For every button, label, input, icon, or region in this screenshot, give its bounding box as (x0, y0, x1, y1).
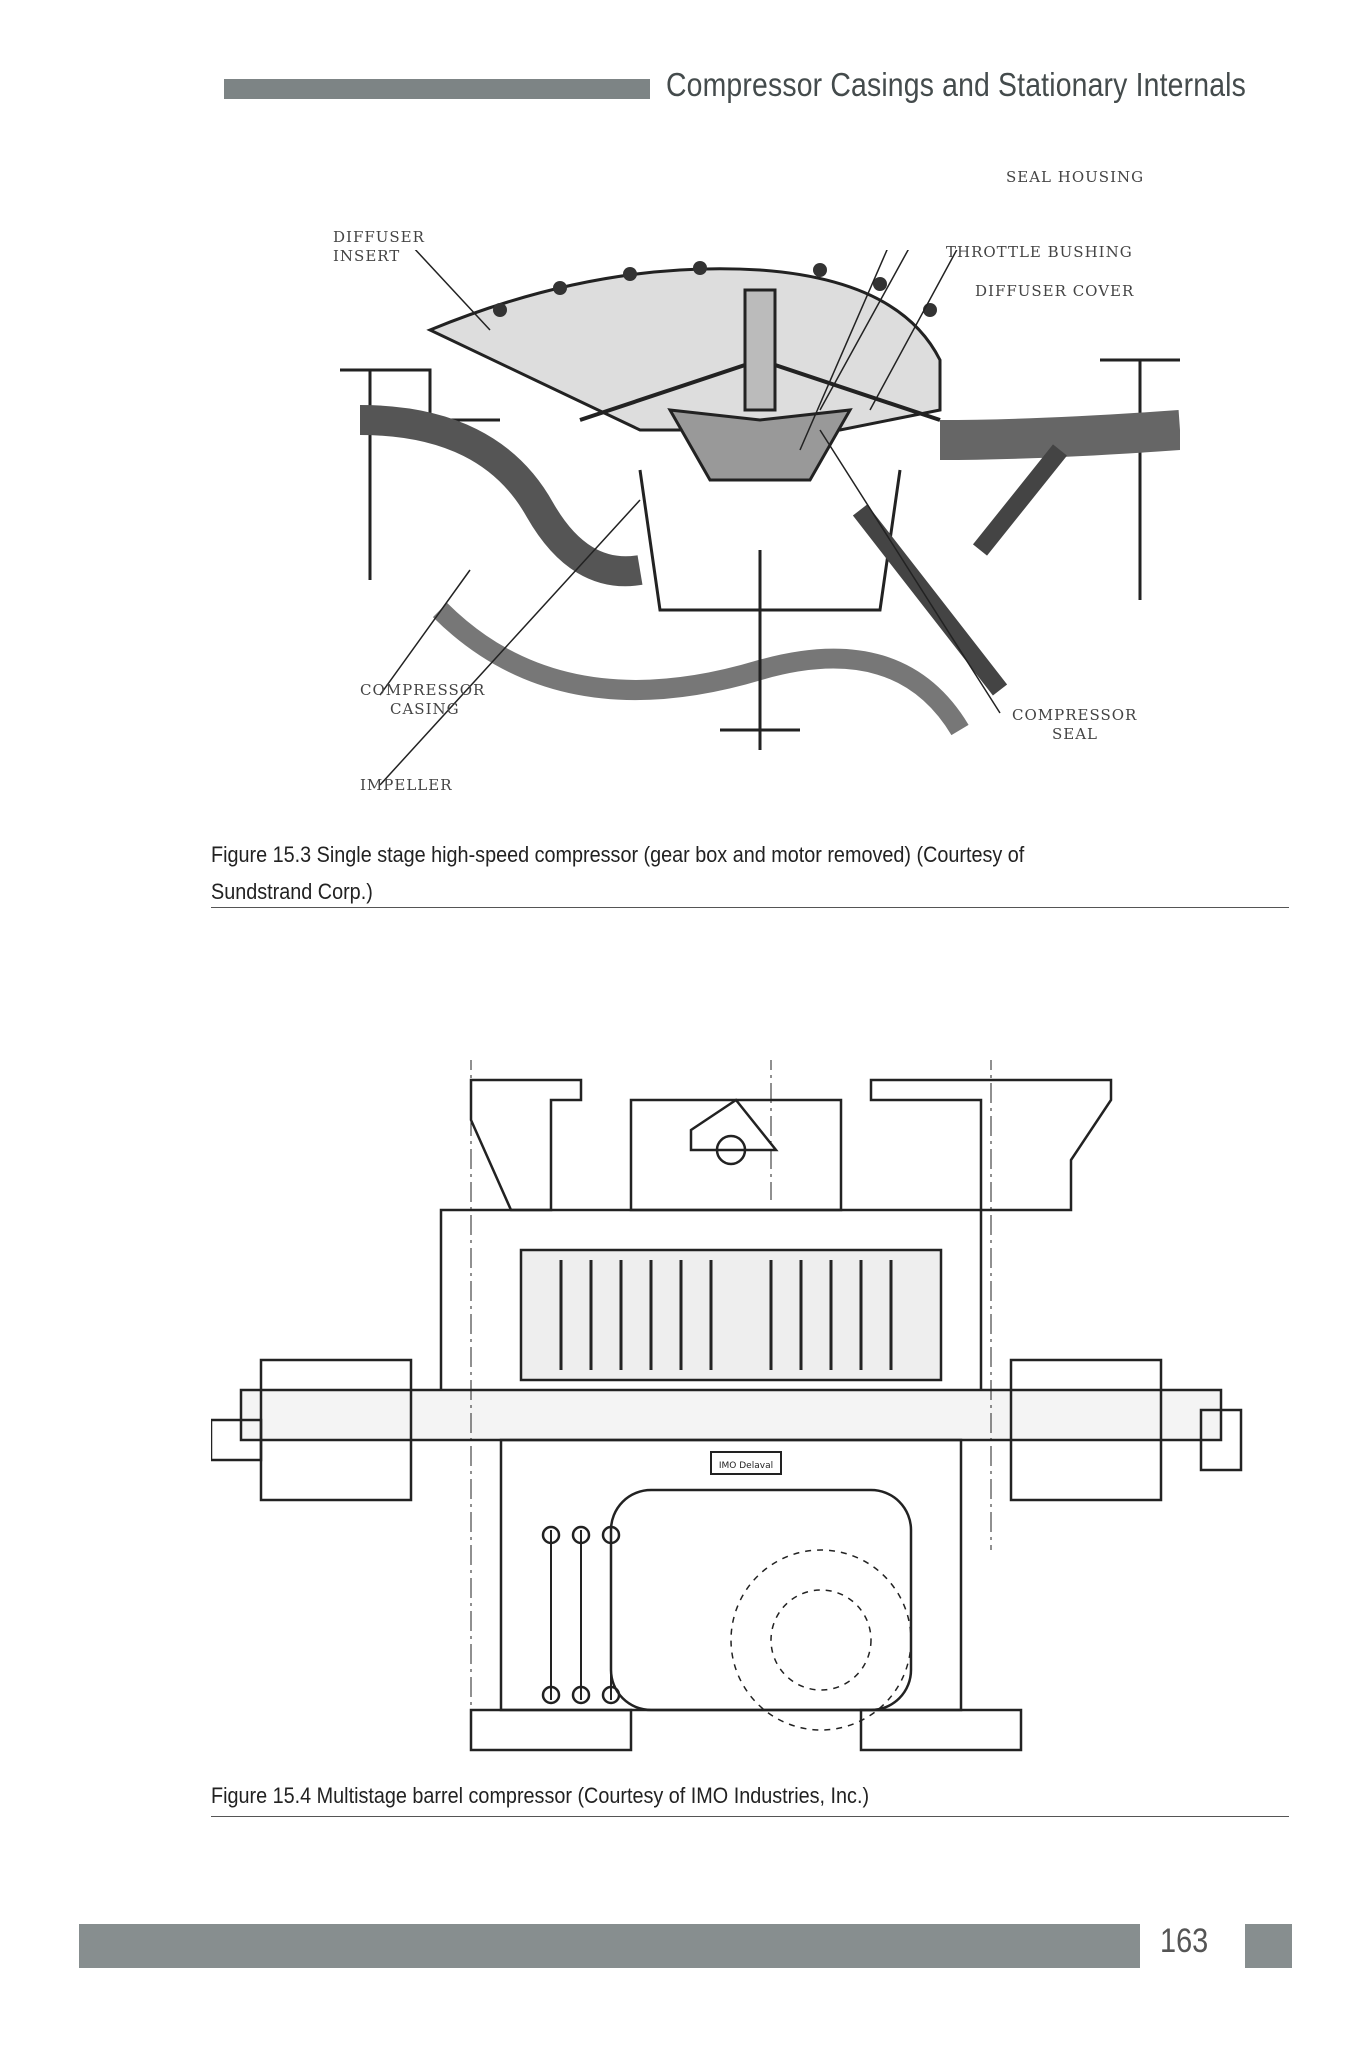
label-compressor-casing-line2: CASING (390, 700, 460, 718)
label-diffuser-insert-line2: INSERT (333, 247, 401, 265)
footer-bar (79, 1924, 1140, 1968)
figure-15-4-caption: Figure 15.4 Multistage barrel compressor… (211, 1783, 870, 1808)
label-compressor-seal-line2: SEAL (1052, 725, 1099, 743)
running-header-title: Compressor Casings and Stationary Intern… (666, 66, 1247, 103)
header-bar (224, 79, 650, 99)
caption-rule (211, 907, 1289, 908)
label-diffuser-insert-line1: DIFFUSER (333, 228, 425, 246)
page-number: 163 (1160, 1922, 1209, 1960)
label-compressor-seal-line1: COMPRESSOR (1012, 706, 1138, 724)
label-diffuser-cover: DIFFUSER COVER (975, 282, 1135, 300)
label-throttle-bushing: THROTTLE BUSHING (946, 243, 1133, 261)
label-impeller: IMPELLER (360, 776, 453, 794)
figure-15-3-caption-line2: Sundstrand Corp.) (211, 879, 373, 904)
label-compressor-casing-line1: COMPRESSOR (360, 681, 486, 699)
figure-15-3-caption-line1: Figure 15.3 Single stage high-speed comp… (211, 842, 1025, 867)
caption-rule (211, 1816, 1289, 1817)
nameplate-text: IMO Delaval (719, 1461, 773, 1471)
label-seal-housing: SEAL HOUSING (1006, 168, 1145, 186)
footer-block (1245, 1924, 1292, 1968)
figure-15-3-illustration (340, 250, 1180, 786)
figure-15-4-drawing: IMO Delaval (211, 1060, 1243, 1752)
